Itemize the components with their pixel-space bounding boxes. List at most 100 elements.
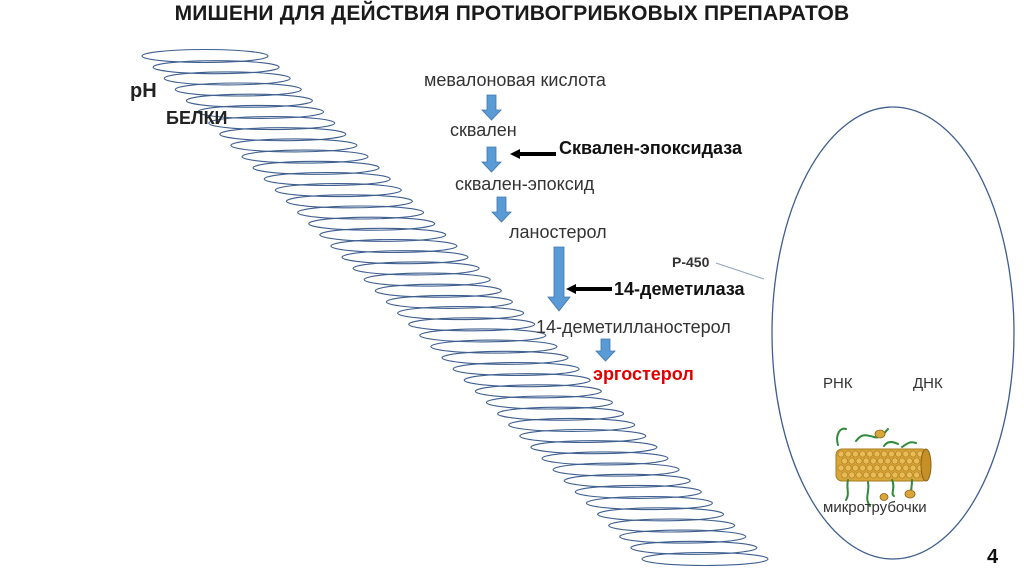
microtubule-bead [884,471,892,479]
microtubule-bead [887,450,895,458]
membrane-ring [474,384,602,399]
membrane-ring [519,428,647,444]
membrane-ring [630,540,758,555]
membrane-ring [230,138,358,153]
microtubule-bead [877,457,885,465]
microtubule-bead [862,471,870,479]
microtubule-bead [902,450,910,458]
microtubule-bead [851,450,859,458]
microtubule-bead [877,471,885,479]
microtubule-bead [909,450,917,458]
microtubule-bead [891,457,899,465]
inhibitor-arrow-demethylase [566,284,612,294]
membrane-ring [541,451,669,466]
microtubule-bead [909,464,917,472]
membrane-ring [141,48,269,64]
membrane-ring [263,171,391,187]
product-ergosterol: эргостерол [593,364,694,384]
membrane-ring [297,205,425,220]
membrane-ring [530,440,658,455]
membrane-ring [619,529,747,544]
microtubule-bead [841,457,849,465]
microtubule-bead [844,464,852,472]
membrane-ring [552,462,680,477]
membrane-ring [563,473,691,488]
microtubule-bead [913,471,921,479]
membrane-ring [608,518,736,533]
microtubule-bead [873,450,881,458]
membrane-ring [241,149,369,164]
step-mevalonic-acid: мевалоновая кислота [424,70,606,90]
membrane-ring [219,127,347,142]
microtubule-bead [902,464,910,472]
inhibitor-arrow-squalene-epoxidase [510,149,556,159]
microtubule-bead [873,464,881,472]
membrane-ring [497,406,625,421]
arrow-down-5 [595,338,616,362]
microtubule-bead [880,464,888,472]
microtubule-bead [859,450,867,458]
membrane-ring [374,283,502,298]
microtubule-bead [905,471,913,479]
membrane-ring [574,484,702,499]
cofactor-p450: P-450 [672,254,710,270]
membrane-ring [330,238,458,254]
step-squalene: сквален [450,120,517,140]
microtubule-bead [841,471,849,479]
inhibitor-arrows [510,149,612,294]
membrane-ring [185,93,313,108]
membrane-coil [141,48,769,567]
pathway-arrows [481,94,616,362]
microtubule-bead [884,457,892,465]
page-title: МИШЕНИ ДЛЯ ДЕЙСТВИЯ ПРОТИВОГРИБКОВЫХ ПРЕ… [174,2,850,25]
proteins-label: БЕЛКИ [166,108,228,128]
arrow-down-3 [491,196,512,223]
membrane-ring [208,116,336,131]
microtubule-bead [866,450,874,458]
microtubule-icon [835,427,932,507]
ph-label: pH [130,80,157,102]
membrane-ring [585,496,713,511]
arrow-down-1 [481,94,502,121]
membrane-ring [152,60,280,75]
membrane-ring [430,339,558,354]
microtubule-bead [859,464,867,472]
membrane-ring [197,104,325,119]
membrane-ring [285,194,413,209]
microtubule-bead [837,450,845,458]
page-number: 4 [987,546,999,568]
membrane-ring [174,82,302,97]
microtubule-bead [895,450,903,458]
membrane-ring [274,183,402,198]
membrane-ring [485,395,613,410]
microtubule-bead [851,464,859,472]
step-lanosterol: ланостерол [509,222,607,242]
membrane-ring [408,317,536,332]
microtubule-bead [866,464,874,472]
p450-connector [715,262,765,280]
microtubule-bead [913,457,921,465]
step-squalene-epoxide: сквален-эпоксид [455,174,595,194]
microtubule-bead [869,457,877,465]
arrow-down-long [547,246,571,312]
membrane-ring [341,250,469,265]
membrane-ring [319,227,447,242]
microtubule-bead [855,457,863,465]
dna-label: ДНК [913,375,943,392]
membrane-ring [352,261,480,276]
microtubules-label: микротрубочки [823,499,927,516]
microtubule-bead [848,457,856,465]
microtubule-bead [880,450,888,458]
membrane-ring [385,294,513,309]
membrane-ring [419,328,547,343]
membrane-ring [441,350,569,365]
microtubule-bead [891,471,899,479]
enzyme-squalene-epoxidase: Сквален-эпоксидаза [559,138,742,158]
microtubule-bead [898,471,906,479]
microtubule-bead [837,464,845,472]
arrow-down-2 [481,146,502,173]
membrane-ring [363,272,491,287]
membrane-ring [463,373,591,388]
microtubule-bead [844,450,852,458]
